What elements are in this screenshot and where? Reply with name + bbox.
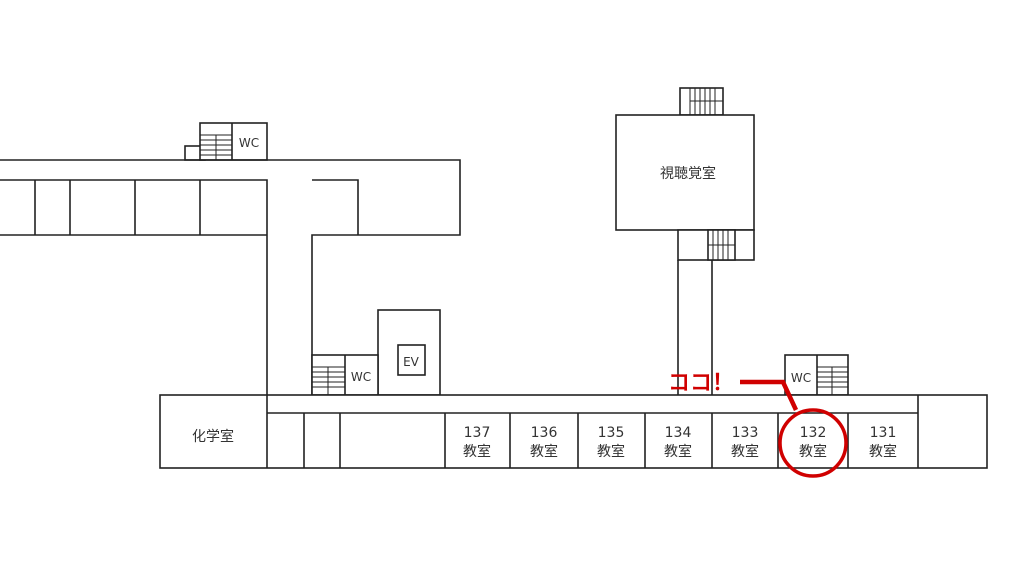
room-number: 136	[531, 425, 558, 441]
wc-label: WC	[351, 370, 371, 384]
marker-text: ココ！	[668, 371, 734, 396]
room-label: 教室	[799, 443, 827, 460]
stairs-icon	[200, 134, 232, 160]
stairs-icon	[817, 366, 848, 395]
wc-label: WC	[791, 371, 811, 385]
chemistry-room-label: 化学室	[192, 428, 234, 445]
right-wc: WC	[784, 354, 849, 396]
room-number: 137	[464, 425, 491, 441]
room-number: 135	[598, 425, 625, 441]
room-label: 教室	[530, 443, 558, 460]
classroom-135: 135 教室	[597, 425, 625, 460]
room-label: 教室	[869, 443, 897, 460]
ev-label: EV	[403, 355, 420, 369]
classroom-134: 134 教室	[664, 425, 692, 460]
elevator	[397, 344, 426, 376]
room-number: 131	[870, 425, 897, 441]
middle-wc-ev: EV WC	[311, 309, 441, 396]
room-number: 134	[665, 425, 692, 441]
classroom-137: 137 教室	[463, 425, 491, 460]
av-room-label: 視聴覚室	[660, 165, 716, 182]
stairs-icon	[689, 88, 723, 115]
marker-leader-line	[740, 379, 799, 411]
classroom-133: 133 教室	[731, 425, 759, 460]
av-room-wing: 視聴覚室	[615, 87, 755, 395]
upper-left-wing: WC	[0, 122, 461, 395]
stairs-icon	[707, 229, 736, 261]
room-number: 132	[800, 425, 827, 441]
room-number: 133	[732, 425, 759, 441]
av-room	[615, 114, 755, 231]
marker-circle	[778, 408, 848, 478]
location-marker: ココ！	[668, 371, 848, 478]
wc-label: WC	[239, 136, 259, 150]
classroom-132: 132 教室	[799, 425, 827, 460]
room-label: 教室	[597, 443, 625, 460]
stairs-icon	[312, 366, 345, 395]
classroom-131: 131 教室	[869, 425, 897, 460]
room-label: 教室	[463, 443, 491, 460]
main-building: 化学室 137 教室 136 教室 135 教室 134 教室 133 教室 1…	[159, 394, 988, 469]
room-label: 教室	[664, 443, 692, 460]
room-label: 教室	[731, 443, 759, 460]
classroom-136: 136 教室	[530, 425, 558, 460]
